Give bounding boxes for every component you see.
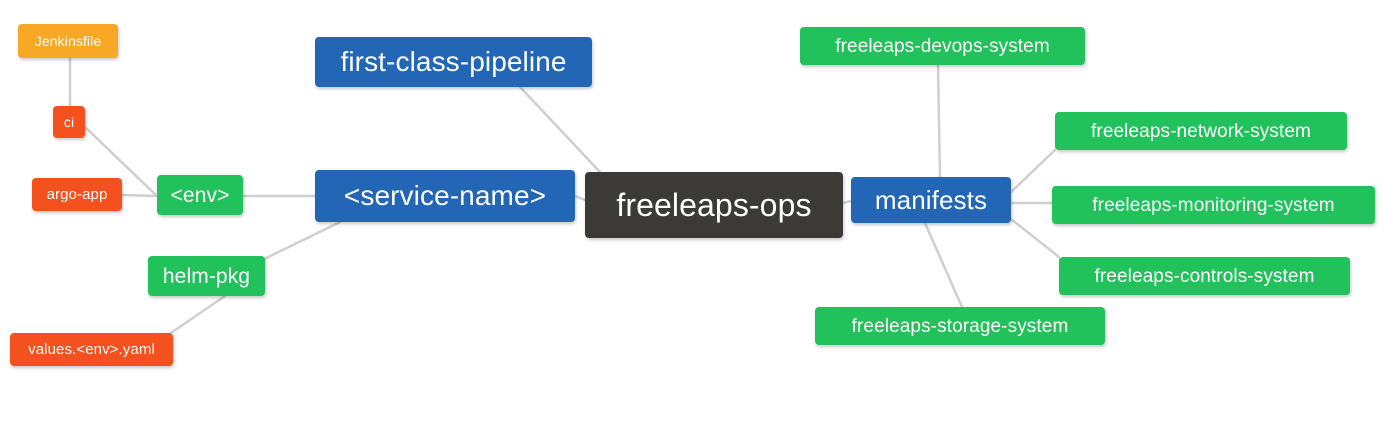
node-freeleaps-monitoring-system[interactable]: freeleaps-monitoring-system xyxy=(1052,186,1375,224)
edge-values-env-yaml-to-helm-pkg xyxy=(163,294,227,339)
edge-manifests-to-freeleaps-network-system xyxy=(1009,148,1057,194)
node-label-freeleaps-ops: freeleaps-ops xyxy=(616,187,812,223)
edge-first-class-pipeline-to-freeleaps-ops xyxy=(518,85,602,174)
node-manifests[interactable]: manifests xyxy=(851,177,1011,223)
edge-helm-pkg-to-service-name xyxy=(256,220,342,264)
node-label-freeleaps-storage-system: freeleaps-storage-system xyxy=(851,315,1069,337)
node-label-service-name: <service-name> xyxy=(343,180,547,211)
node-argo-app[interactable]: argo-app xyxy=(32,178,122,211)
node-jenkinsfile[interactable]: Jenkinsfile xyxy=(18,24,118,58)
node-freeleaps-storage-system[interactable]: freeleaps-storage-system xyxy=(815,307,1105,345)
node-first-class-pipeline[interactable]: first-class-pipeline xyxy=(315,37,592,87)
node-freeleaps-controls-system[interactable]: freeleaps-controls-system xyxy=(1059,257,1350,295)
edge-manifests-to-freeleaps-devops-system xyxy=(936,63,942,179)
node-label-ci: ci xyxy=(63,114,75,130)
edge-freeleaps-ops-to-manifests xyxy=(841,199,853,205)
node-helm-pkg[interactable]: helm-pkg xyxy=(148,256,265,296)
node-freeleaps-devops-system[interactable]: freeleaps-devops-system xyxy=(800,27,1085,65)
node-values-env-yaml[interactable]: values.<env>.yaml xyxy=(10,333,173,366)
node-label-first-class-pipeline: first-class-pipeline xyxy=(340,46,567,77)
node-label-helm-pkg: helm-pkg xyxy=(162,264,251,288)
node-env[interactable]: <env> xyxy=(157,175,243,215)
edge-manifests-to-freeleaps-storage-system xyxy=(923,221,964,309)
node-ci[interactable]: ci xyxy=(53,106,85,138)
node-freeleaps-network-system[interactable]: freeleaps-network-system xyxy=(1055,112,1347,150)
edge-manifests-to-freeleaps-controls-system xyxy=(1009,217,1061,259)
node-label-freeleaps-monitoring-system: freeleaps-monitoring-system xyxy=(1092,194,1335,216)
node-label-argo-app: argo-app xyxy=(46,186,108,203)
node-label-freeleaps-network-system: freeleaps-network-system xyxy=(1091,120,1311,142)
node-label-freeleaps-devops-system: freeleaps-devops-system xyxy=(835,35,1050,57)
node-label-manifests: manifests xyxy=(874,185,988,215)
node-service-name[interactable]: <service-name> xyxy=(315,170,575,222)
node-label-jenkinsfile: Jenkinsfile xyxy=(34,33,102,49)
edge-service-name-to-freeleaps-ops xyxy=(573,194,587,202)
node-label-freeleaps-controls-system: freeleaps-controls-system xyxy=(1094,265,1315,287)
node-freeleaps-ops[interactable]: freeleaps-ops xyxy=(585,172,843,238)
edge-argo-app-to-env xyxy=(120,193,159,198)
node-label-values-env-yaml: values.<env>.yaml xyxy=(28,341,155,358)
node-label-env: <env> xyxy=(170,183,230,207)
